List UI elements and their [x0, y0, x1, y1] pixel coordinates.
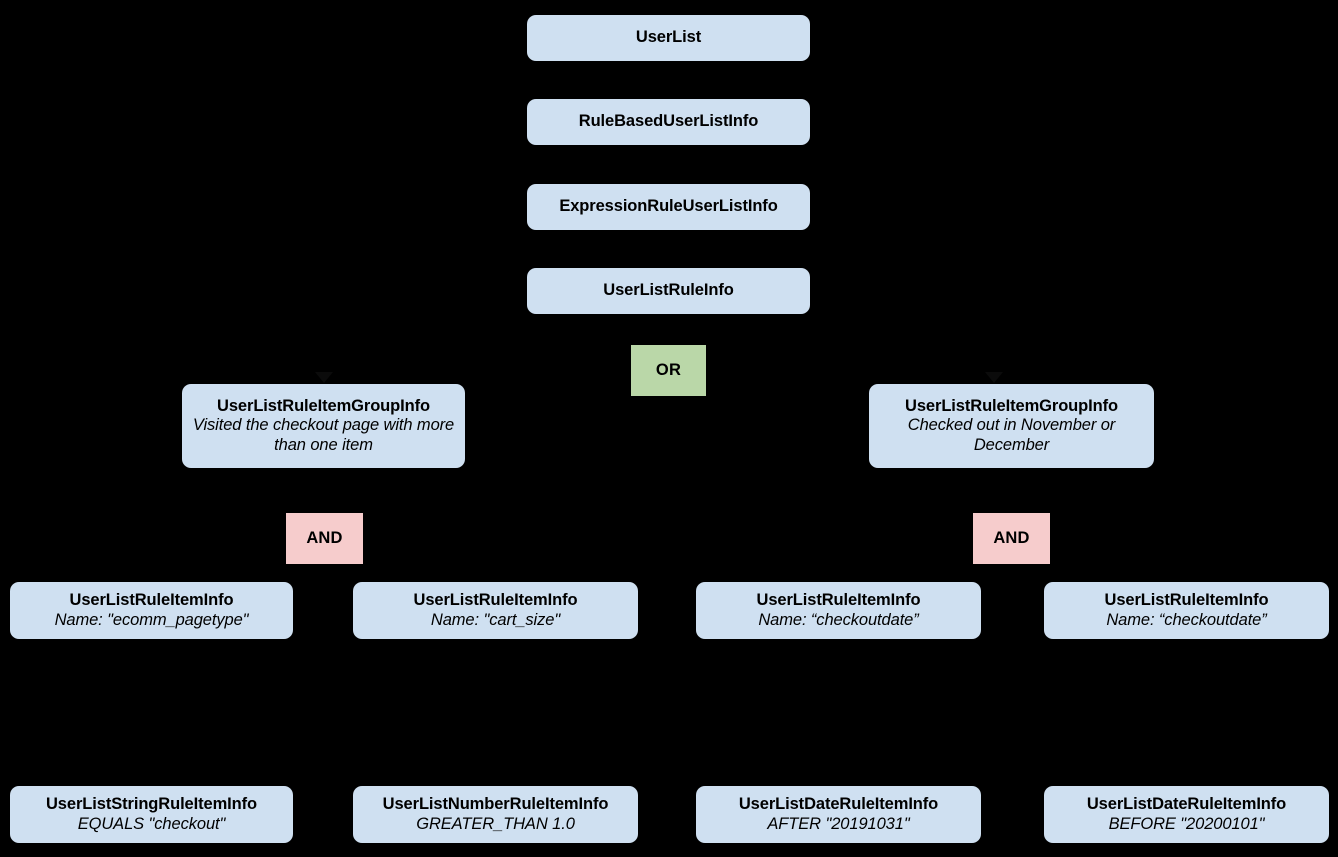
node-item-ecomm-pagetype[interactable]: UserListRuleItemInfo Name: "ecomm_pagety… [10, 582, 293, 639]
operator-or[interactable]: OR [631, 345, 706, 396]
node-title: UserListRuleItemInfo [756, 591, 921, 610]
node-leaf-date-after[interactable]: UserListDateRuleItemInfo AFTER "20191031… [696, 786, 981, 843]
node-expressionruleuserlistinfo[interactable]: ExpressionRuleUserListInfo [527, 184, 810, 230]
node-title: UserListRuleInfo [603, 281, 734, 300]
node-subtitle: Name: “checkoutdate” [1106, 610, 1267, 629]
node-subtitle: GREATER_THAN 1.0 [416, 814, 575, 833]
node-leaf-string-rule[interactable]: UserListStringRuleItemInfo EQUALS "check… [10, 786, 293, 843]
node-title: UserListRuleItemInfo [1104, 591, 1269, 610]
node-item-checkoutdate-before[interactable]: UserListRuleItemInfo Name: “checkoutdate… [1044, 582, 1329, 639]
operator-label: AND [306, 528, 343, 547]
node-title: UserListRuleItemGroupInfo [905, 396, 1118, 415]
node-title: UserListRuleItemInfo [413, 591, 578, 610]
node-item-cart-size[interactable]: UserListRuleItemInfo Name: "cart_size" [353, 582, 638, 639]
node-title: RuleBasedUserListInfo [578, 112, 759, 131]
operator-label: AND [993, 528, 1030, 547]
node-userlistruleinfo[interactable]: UserListRuleInfo [527, 268, 810, 314]
node-subtitle: AFTER "20191031" [767, 814, 910, 833]
node-userlist[interactable]: UserList [527, 15, 810, 61]
operator-label: OR [655, 360, 682, 379]
node-title: UserList [635, 28, 702, 47]
node-title: UserListRuleItemInfo [69, 591, 234, 610]
node-title: UserListNumberRuleItemInfo [382, 795, 609, 814]
node-subtitle: Visited the checkout page with more than… [192, 416, 455, 454]
node-subtitle: Checked out in November or December [907, 416, 1116, 454]
node-leaf-number-rule[interactable]: UserListNumberRuleItemInfo GREATER_THAN … [353, 786, 638, 843]
node-subtitle: BEFORE "20200101" [1108, 814, 1265, 833]
node-subtitle: Name: "cart_size" [430, 610, 561, 629]
arrowhead-to-group-right [985, 372, 1003, 383]
node-subtitle: Name: "ecomm_pagetype" [54, 610, 249, 629]
node-title: UserListStringRuleItemInfo [45, 795, 257, 814]
node-rulebaseduserlistinfo[interactable]: RuleBasedUserListInfo [527, 99, 810, 145]
node-title: UserListDateRuleItemInfo [738, 795, 939, 814]
node-title: UserListDateRuleItemInfo [1086, 795, 1287, 814]
operator-and-right[interactable]: AND [973, 513, 1050, 564]
node-title: UserListRuleItemGroupInfo [217, 396, 430, 415]
operator-and-left[interactable]: AND [286, 513, 363, 564]
node-item-checkoutdate-after[interactable]: UserListRuleItemInfo Name: “checkoutdate… [696, 582, 981, 639]
node-group-right[interactable]: UserListRuleItemGroupInfo Checked out in… [869, 384, 1154, 468]
node-subtitle: Name: “checkoutdate” [758, 610, 919, 629]
arrowhead-to-group-left [315, 372, 333, 383]
node-title: ExpressionRuleUserListInfo [559, 197, 778, 216]
node-leaf-date-before[interactable]: UserListDateRuleItemInfo BEFORE "2020010… [1044, 786, 1329, 843]
node-subtitle: EQUALS "checkout" [77, 814, 226, 833]
node-group-left[interactable]: UserListRuleItemGroupInfo Visited the ch… [182, 384, 465, 468]
